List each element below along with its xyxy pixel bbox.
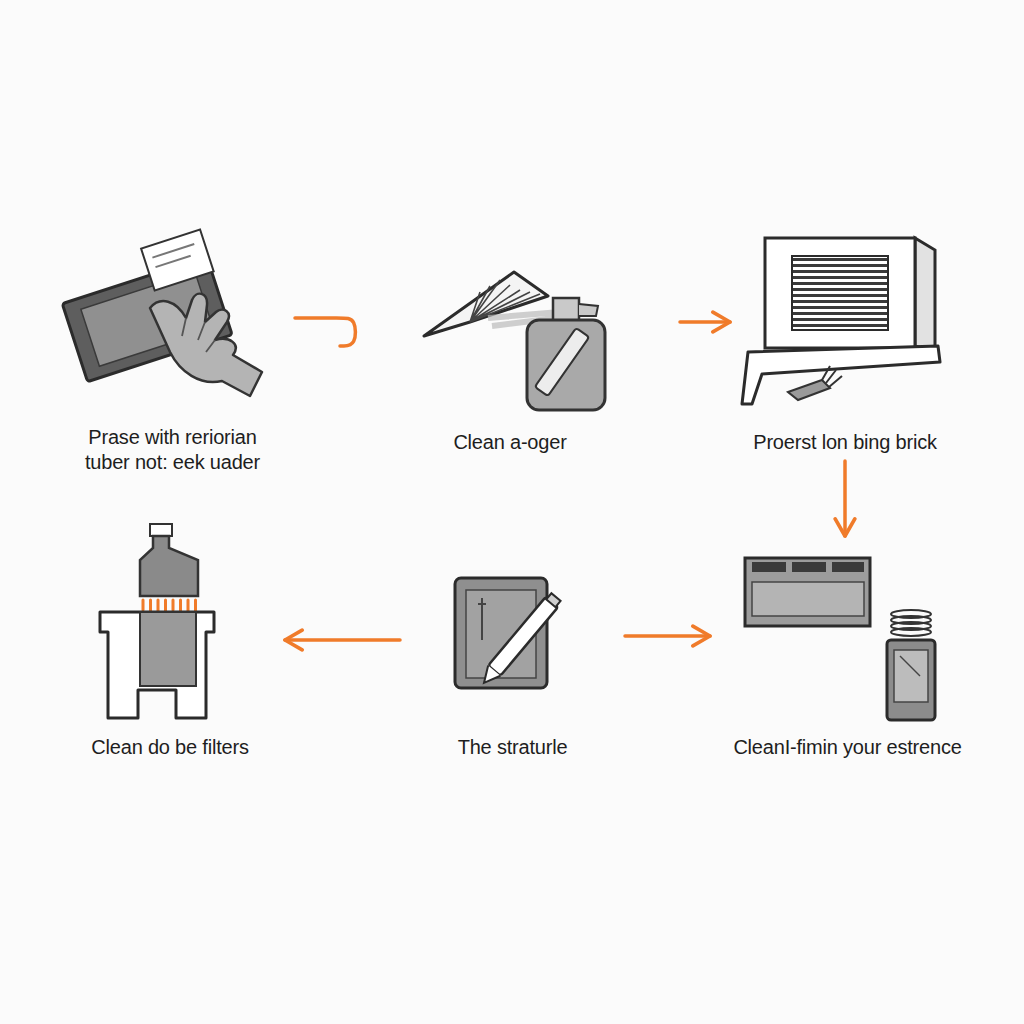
- icon-part: [535, 328, 589, 396]
- step-node: CleanI-fimin your estrence: [710, 540, 985, 760]
- flow-arrow: [843, 461, 847, 536]
- icon-part: [765, 238, 915, 348]
- step-label: Clean a-oger: [360, 430, 660, 455]
- step-node: Clean a-oger: [340, 265, 680, 455]
- vent-unit-icon: [742, 238, 940, 404]
- icon-part: [792, 562, 826, 572]
- flow-arrow: [285, 638, 400, 642]
- icon-part: [546, 593, 560, 607]
- icon-part: [752, 582, 864, 616]
- canister-spring: [891, 610, 931, 636]
- icon-part: [553, 298, 579, 322]
- icon-part: [887, 640, 935, 720]
- step-label: Proerst lon bing brick: [730, 430, 960, 455]
- filter-spray-icon: [424, 272, 605, 410]
- step-node: Prase with reriorian tuber not: eek uade…: [50, 255, 295, 475]
- flow-arrow: [625, 634, 710, 638]
- icon-part: [150, 294, 262, 396]
- step-label: The straturle: [400, 735, 625, 760]
- step-node: The straturle: [400, 570, 625, 760]
- icon-part: [478, 598, 486, 640]
- spring-coil: [891, 628, 931, 636]
- icon-part: [488, 597, 558, 676]
- icon-part: [742, 346, 940, 404]
- icon-part: [745, 558, 870, 626]
- unit-canister-icon: [745, 558, 935, 720]
- icon-part: [788, 380, 830, 400]
- icon-part: [150, 524, 172, 536]
- tablet-hand-icon: [54, 229, 262, 396]
- icon-part: [792, 256, 888, 330]
- step-label: CleanI-fimin your estrence: [710, 735, 985, 760]
- step-node: Clean do be filters: [55, 520, 285, 760]
- icon-part: [156, 256, 191, 267]
- icon-part: [894, 650, 928, 702]
- icon-part: [478, 665, 501, 688]
- icon-part: [832, 562, 864, 572]
- drip: [172, 600, 175, 610]
- drip: [142, 600, 145, 610]
- step-label: Clean do be filters: [55, 735, 285, 760]
- icon-part: [527, 320, 605, 410]
- icon-part: [900, 656, 920, 676]
- flow-arrow: [680, 320, 730, 324]
- tablet-pen-icon: [455, 578, 562, 688]
- icon-part: [141, 229, 214, 290]
- bottle-container-icon: [100, 524, 214, 718]
- icon-part: [535, 328, 589, 396]
- flow-arrow: [295, 318, 355, 346]
- icon-part: [915, 238, 935, 352]
- icon-part: [752, 562, 786, 572]
- icon-part: [140, 536, 198, 596]
- icon-part: [182, 318, 215, 352]
- step-label: Prase with reriorian tuber not: eek uade…: [65, 425, 280, 475]
- icon-part: [822, 366, 842, 387]
- step-node: Proerst lon bing brick: [730, 235, 960, 455]
- icon-part: [140, 612, 196, 686]
- icon-part: [579, 304, 598, 316]
- icon-part: [478, 592, 562, 688]
- icon-part: [100, 612, 214, 718]
